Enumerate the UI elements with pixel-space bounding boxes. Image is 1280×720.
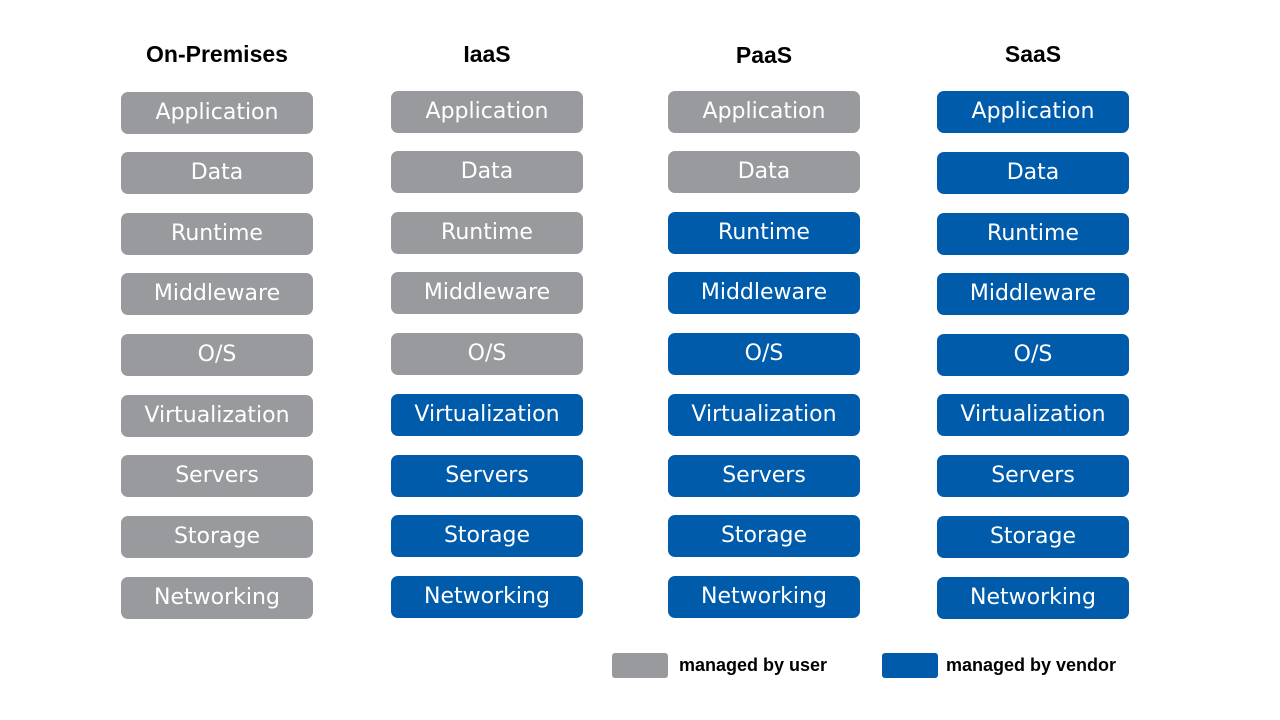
layer-middleware: Middleware xyxy=(937,273,1129,315)
layer-middleware: Middleware xyxy=(668,272,860,314)
layer-os: O/S xyxy=(391,333,583,375)
layer-storage: Storage xyxy=(937,516,1129,558)
column-title-iaas: IaaS xyxy=(463,41,511,67)
layer-storage: Storage xyxy=(121,516,313,558)
layer-runtime: Runtime xyxy=(668,212,860,254)
layer-storage: Storage xyxy=(391,515,583,557)
layer-virtualization: Virtualization xyxy=(121,395,313,437)
layer-application: Application xyxy=(391,91,583,133)
legend-label-vendor: managed by vendor xyxy=(946,655,1117,675)
layer-data: Data xyxy=(391,151,583,193)
layer-middleware: Middleware xyxy=(121,273,313,315)
layer-os: O/S xyxy=(668,333,860,375)
layer-servers: Servers xyxy=(937,455,1129,497)
layer-os: O/S xyxy=(121,334,313,376)
layer-storage: Storage xyxy=(668,515,860,557)
layer-application: Application xyxy=(121,92,313,134)
layer-virtualization: Virtualization xyxy=(391,394,583,436)
legend-swatch-vendor xyxy=(882,653,938,678)
layer-data: Data xyxy=(121,152,313,194)
layer-runtime: Runtime xyxy=(391,212,583,254)
legend-swatch-user xyxy=(612,653,668,678)
layer-networking: Networking xyxy=(937,577,1129,619)
layer-application: Application xyxy=(668,91,860,133)
column-title-saas: SaaS xyxy=(1004,41,1062,67)
layer-virtualization: Virtualization xyxy=(937,394,1129,436)
layer-os: O/S xyxy=(937,334,1129,376)
layer-servers: Servers xyxy=(391,455,583,497)
layer-virtualization: Virtualization xyxy=(668,394,860,436)
column-title-paas: PaaS xyxy=(735,42,793,68)
layer-servers: Servers xyxy=(121,455,313,497)
layer-networking: Networking xyxy=(668,576,860,618)
legend-label-user: managed by user xyxy=(679,655,828,675)
layer-runtime: Runtime xyxy=(121,213,313,255)
layer-middleware: Middleware xyxy=(391,272,583,314)
layer-networking: Networking xyxy=(391,576,583,618)
layer-data: Data xyxy=(937,152,1129,194)
layer-networking: Networking xyxy=(121,577,313,619)
layer-application: Application xyxy=(937,91,1129,133)
column-title-on-premises: On-Premises xyxy=(146,41,288,67)
layer-runtime: Runtime xyxy=(937,213,1129,255)
layer-servers: Servers xyxy=(668,455,860,497)
layer-data: Data xyxy=(668,151,860,193)
